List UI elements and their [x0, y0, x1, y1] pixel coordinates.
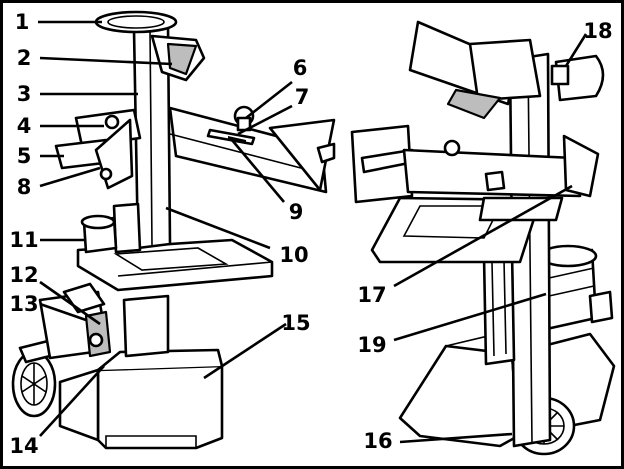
- leader-6: [245, 80, 293, 120]
- leader-18: [564, 33, 588, 67]
- leader-lines: [38, 20, 588, 444]
- callout-5: 5: [17, 144, 32, 168]
- callout-10: 10: [279, 243, 308, 267]
- callout-2: 2: [17, 46, 32, 70]
- leader-12: [39, 280, 101, 326]
- callout-numbers: 1 2 3 4 5 6 7 8 9 10 11 12 13 14 15 16 1…: [9, 10, 612, 458]
- callout-15: 15: [281, 311, 310, 335]
- leader-2: [39, 56, 173, 66]
- leader-17: [393, 184, 573, 288]
- base-side: [58, 368, 100, 442]
- callout-19: 19: [357, 333, 386, 357]
- rear-view-machine: [350, 20, 616, 456]
- callout-12: 12: [9, 263, 38, 287]
- callout-7: 7: [295, 85, 310, 109]
- callout-6: 6: [293, 56, 308, 80]
- front-view-machine: [11, 10, 336, 450]
- callout-3: 3: [17, 82, 32, 106]
- callout-8: 8: [17, 175, 32, 199]
- leader-6-8: [39, 166, 101, 188]
- callout-17: 17: [357, 283, 386, 307]
- leader-16: [399, 432, 513, 444]
- right-control-arm: [168, 106, 328, 194]
- leader-13: [39, 302, 87, 322]
- leader-19: [393, 292, 547, 342]
- callout-11: 11: [9, 228, 38, 252]
- leader-7: [237, 104, 293, 136]
- leader-9: [231, 139, 285, 203]
- leader-10: [165, 206, 271, 250]
- callout-1: 1: [15, 10, 30, 34]
- callout-18: 18: [583, 19, 612, 43]
- callout-4: 4: [17, 114, 32, 138]
- leader-15: [203, 322, 287, 380]
- callout-16: 16: [363, 429, 392, 453]
- callout-13: 13: [9, 292, 38, 316]
- leader-14: [39, 365, 105, 437]
- callout-14: 14: [9, 434, 38, 458]
- callout-9: 9: [289, 200, 304, 224]
